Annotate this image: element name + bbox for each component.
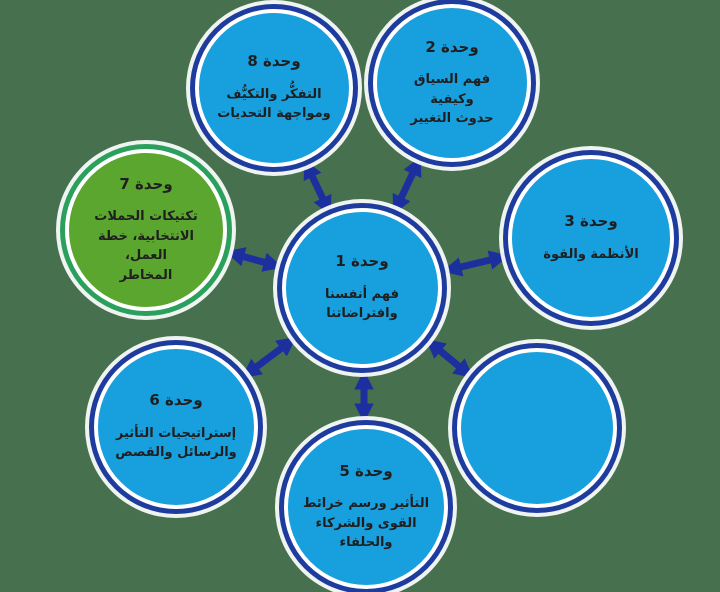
connector-unit1-unit6 (240, 335, 298, 380)
node-unit-6-title: وحدة 6 (149, 391, 203, 410)
node-unit-5-description: التأثير ورسم خرائط القوى والشركاء والحلف… (302, 496, 430, 550)
connector-unit1-unit8 (301, 159, 334, 216)
connector-unit1-unit4 (424, 337, 475, 380)
node-unit-7-description: تكتيكات الحملات الانتخابية، خطة العمل، ا… (94, 209, 198, 283)
connector-unit1-unit7 (225, 247, 283, 272)
node-unit-7-title: وحدة 7 (119, 174, 173, 193)
node-unit-2-title: وحدة 2 (425, 37, 479, 56)
node-unit-7: وحدة 7 تكتيكات الحملات الانتخابية، خطة ا… (65, 149, 227, 311)
node-unit-1-description: فهم أنفسنا وافتراضاتنا (325, 286, 399, 322)
node-unit-4 (457, 348, 617, 508)
node-unit-2-description: فهم السياق وكيفية حدوث التغيير (410, 72, 494, 126)
node-unit-5: وحدة 5 التأثير ورسم خرائط القوى والشركاء… (284, 425, 448, 589)
node-unit-2: وحدة 2 فهم السياق وكيفية حدوث التغيير (373, 4, 531, 162)
node-unit-3: وحدة 3 الأنظمة والقوة (508, 155, 674, 321)
connector-unit1-unit2 (390, 156, 424, 215)
connector-unit1-unit3 (442, 250, 509, 277)
node-unit-8-title: وحدة 8 (247, 52, 301, 71)
node-unit-8: وحدة 8 التفكُّر والتكيُّف ومواجهة التحدي… (195, 9, 353, 167)
node-unit-5-title: وحدة 5 (339, 461, 393, 480)
node-unit-3-description: الأنظمة والقوة (543, 246, 639, 262)
node-unit-1: وحدة 1 فهم أنفسنا وافتراضاتنا (282, 208, 442, 368)
node-unit-6: وحدة 6 إستراتيجيات التأثير والرسائل والق… (94, 345, 258, 509)
node-unit-6-description: إستراتيجيات التأثير والرسائل والقصص (115, 425, 237, 461)
node-unit-8-description: التفكُّر والتكيُّف ومواجهة التحديات (217, 86, 331, 122)
node-unit-3-title: وحدة 3 (564, 212, 618, 230)
node-unit-1-title: وحدة 1 (335, 252, 389, 271)
